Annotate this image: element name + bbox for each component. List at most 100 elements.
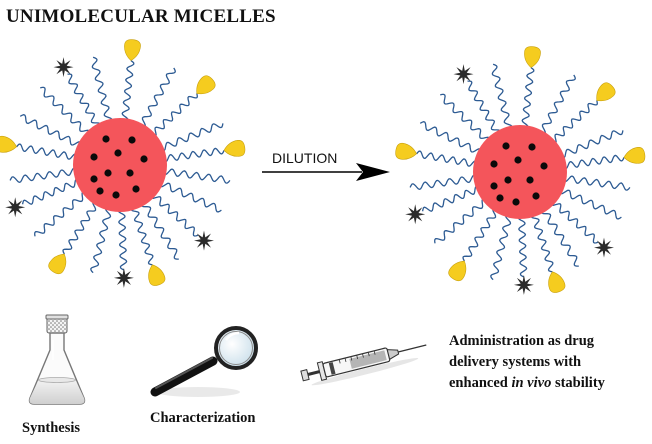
micelle-after-dilution: [395, 46, 646, 295]
polymer-arm: [550, 200, 599, 244]
drug-molecule: [490, 182, 498, 190]
polymer-arm: [34, 191, 88, 237]
administration-caption: Administration as drug delivery systems …: [449, 331, 605, 394]
targeting-end-group: [124, 39, 141, 61]
targeting-end-group: [548, 271, 566, 293]
polymer-arm: [562, 154, 625, 170]
polymer-arm: [409, 174, 478, 190]
polymer-arm: [467, 80, 501, 136]
drug-molecule: [104, 169, 112, 177]
drug-molecule: [96, 187, 104, 195]
polymer-arm: [419, 121, 483, 154]
polymer-arm: [562, 175, 631, 191]
polymer-arm: [91, 56, 113, 124]
polymer-arm: [121, 60, 135, 123]
polymer-arm: [440, 93, 491, 143]
polymer-arm: [9, 167, 78, 183]
administration-line-2: delivery systems with: [449, 354, 582, 370]
polymer-arm: [491, 63, 513, 131]
polymer-arm: [540, 74, 576, 136]
figure-title: UNIMOLECULAR MICELLES: [6, 6, 276, 27]
polymer-arm: [151, 93, 198, 138]
polymer-arm: [521, 67, 535, 130]
polymer-arm: [416, 150, 479, 167]
drug-molecule: [512, 198, 520, 206]
syringe-icon: [300, 344, 427, 386]
drug-molecule: [490, 160, 498, 168]
targeting-end-group: [596, 82, 616, 102]
polymer-arm: [162, 168, 231, 184]
targeting-end-group: [48, 253, 67, 275]
polymer-arm: [558, 189, 622, 220]
targeting-end-group: [196, 75, 216, 95]
administration-line-1: Administration as drug: [449, 333, 595, 349]
characterization-label: Characterization: [150, 410, 256, 426]
polymer-arm: [421, 185, 481, 212]
polymer-arm: [462, 207, 498, 262]
polymer-arm: [130, 205, 154, 266]
polymer-arm: [140, 67, 176, 129]
drug-molecule: [540, 162, 548, 170]
targeting-end-group: [148, 264, 166, 286]
administration-line-3-end: stability: [551, 375, 605, 391]
polymer-arm: [62, 200, 98, 255]
polymer-arm: [19, 114, 83, 147]
polymer-arm: [140, 201, 179, 260]
polymer-arm: [150, 193, 199, 237]
dilution-arrow: [262, 163, 390, 181]
drug-molecule: [132, 185, 140, 193]
drug-molecule: [102, 135, 110, 143]
targeting-end-group: [223, 139, 246, 157]
drug-molecule: [90, 175, 98, 183]
hydrophobic-core: [473, 125, 567, 219]
polymer-arm: [40, 86, 91, 136]
polymer-arm: [434, 198, 488, 244]
polymer-arm: [559, 130, 624, 159]
ligand-star: [5, 197, 26, 218]
ligand-star: [513, 274, 534, 295]
targeting-end-group: [0, 135, 17, 153]
drug-molecule: [502, 142, 510, 150]
drug-molecule: [528, 143, 536, 151]
micelle-before-dilution: [0, 39, 246, 288]
drug-molecule: [140, 155, 148, 163]
drug-molecule: [126, 169, 134, 177]
polymer-arm: [530, 212, 554, 273]
polymer-arm: [117, 207, 128, 271]
polymer-arm: [490, 213, 512, 281]
polymer-arm: [21, 178, 81, 205]
drug-molecule: [90, 153, 98, 161]
drug-molecule: [504, 176, 512, 184]
targeting-end-group: [395, 142, 417, 160]
dilution-label: DILUTION: [272, 150, 338, 166]
ligand-star: [405, 204, 426, 225]
targeting-end-group: [524, 46, 541, 68]
administration-line-3: enhanced in vivo stability: [449, 373, 605, 394]
drug-molecule: [526, 176, 534, 184]
polymer-arm: [158, 182, 222, 213]
targeting-end-group: [448, 260, 467, 282]
polymer-arm: [517, 214, 528, 278]
ligand-star: [113, 267, 134, 288]
administration-line-3-start: enhanced: [449, 375, 512, 391]
polymer-arm: [159, 123, 224, 152]
ligand-star: [453, 64, 474, 85]
synthesis-label: Synthesis: [22, 420, 81, 436]
polymer-arm: [551, 100, 598, 145]
in-vivo-text: in vivo: [511, 375, 552, 391]
polymer-arm: [162, 147, 225, 163]
drug-molecule: [112, 191, 120, 199]
flask-icon: [28, 314, 86, 405]
drug-molecule: [514, 156, 522, 164]
drug-molecule: [496, 194, 504, 202]
polymer-arm: [90, 206, 112, 274]
drug-molecule: [114, 149, 122, 157]
polymer-arm: [16, 143, 79, 160]
ligand-star: [594, 237, 614, 258]
polymer-arm: [67, 73, 101, 129]
magnifying-glass-icon: [150, 326, 258, 397]
ligand-star: [194, 230, 214, 251]
ligand-star: [53, 57, 74, 78]
